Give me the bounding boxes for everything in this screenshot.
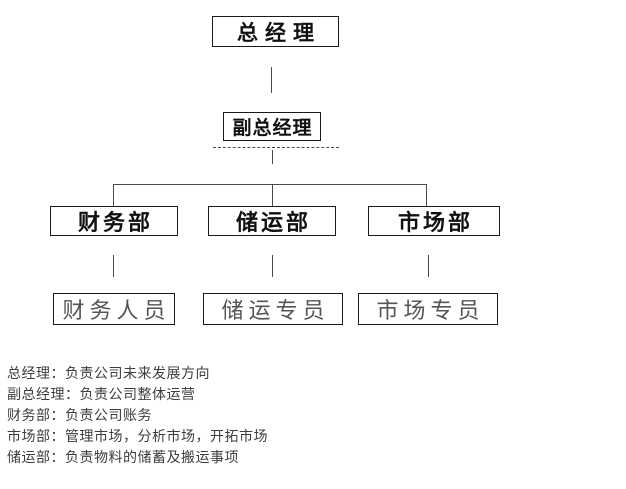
connector-drop-storage [272, 185, 273, 206]
node-general-manager: 总经理 [212, 16, 339, 47]
dashed-underline [213, 147, 339, 148]
connector-storage-staff [272, 255, 273, 277]
description-dgm: 副总经理：负责公司整体运营 [7, 386, 196, 402]
description-market: 市场部：管理市场，分析市场，开拓市场 [7, 428, 268, 444]
description-gm: 总经理：负责公司未来发展方向 [7, 365, 210, 381]
connector-finance-staff [113, 255, 114, 277]
description-storage: 储运部：负责物料的储蓄及搬运事项 [7, 449, 239, 465]
connector-drop-finance [113, 185, 114, 206]
connector-dgm-bus [272, 150, 273, 164]
description-finance: 财务部：负责公司账务 [7, 407, 152, 423]
node-deputy-general-manager: 副总经理 [223, 112, 321, 141]
connector-market-staff [428, 255, 429, 277]
role-descriptions: 总经理：负责公司未来发展方向 副总经理：负责公司整体运营 财务部：负责公司账务 … [7, 363, 268, 468]
node-storage-dept: 储运部 [208, 206, 336, 236]
node-finance-dept: 财务部 [50, 206, 178, 236]
node-market-dept: 市场部 [368, 206, 500, 236]
connector-horizontal-bus [113, 184, 427, 185]
node-finance-staff: 财务人员 [53, 293, 175, 325]
connector-gm-dgm [271, 67, 272, 93]
node-market-staff: 市场专员 [358, 293, 498, 325]
node-storage-staff: 储运专员 [203, 293, 343, 325]
connector-drop-market [426, 185, 427, 206]
